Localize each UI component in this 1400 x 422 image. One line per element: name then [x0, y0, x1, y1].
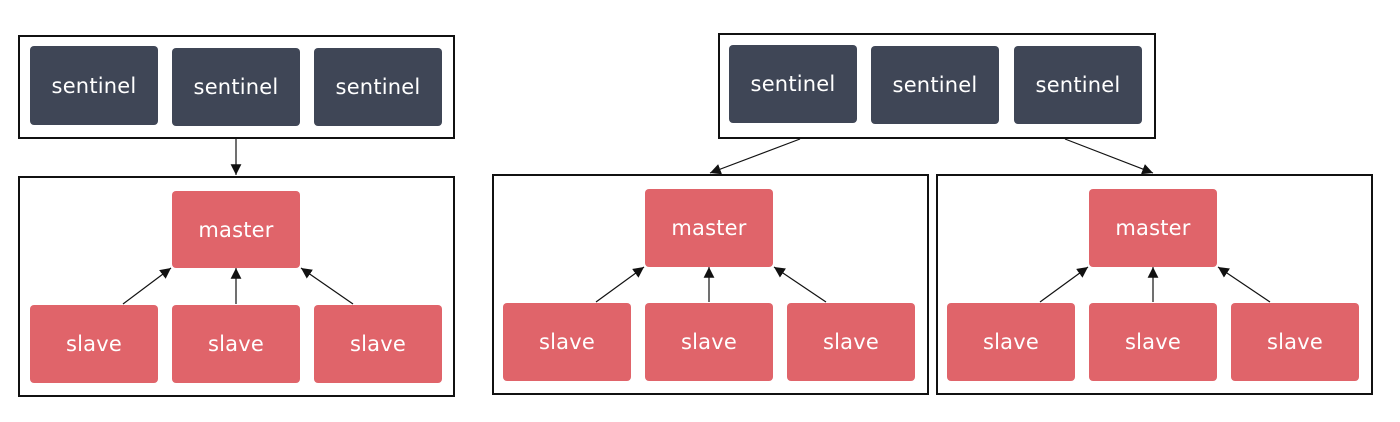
- left-slave-node-1: slave: [30, 305, 158, 383]
- right-group1-slave-node-3: slave: [787, 303, 915, 381]
- left-sentinel-1: sentinel: [30, 46, 158, 125]
- right-sentinel-3: sentinel: [1014, 46, 1142, 124]
- right-group2-master-node: master: [1089, 189, 1217, 267]
- right-sentinel-2: sentinel: [871, 46, 999, 124]
- right-group2-slave-node-2: slave: [1089, 303, 1217, 381]
- left-slave-node-3: slave: [314, 305, 442, 383]
- left-sentinel-2: sentinel: [172, 48, 300, 126]
- right-group1-master-node: master: [645, 189, 773, 267]
- left-master-node: master: [172, 191, 300, 268]
- left-sentinel-3: sentinel: [314, 48, 442, 126]
- right-group1-slave-node-2: slave: [645, 303, 773, 381]
- right-sentinel-to-group2-arrow: [1064, 138, 1154, 175]
- right-group2-slave-node-1: slave: [947, 303, 1075, 381]
- left-slave-node-2: slave: [172, 305, 300, 383]
- right-sentinel-to-group1-arrow: [709, 138, 801, 175]
- right-sentinel-1: sentinel: [729, 45, 857, 123]
- right-group1-slave-node-1: slave: [503, 303, 631, 381]
- right-group2-slave-node-3: slave: [1231, 303, 1359, 381]
